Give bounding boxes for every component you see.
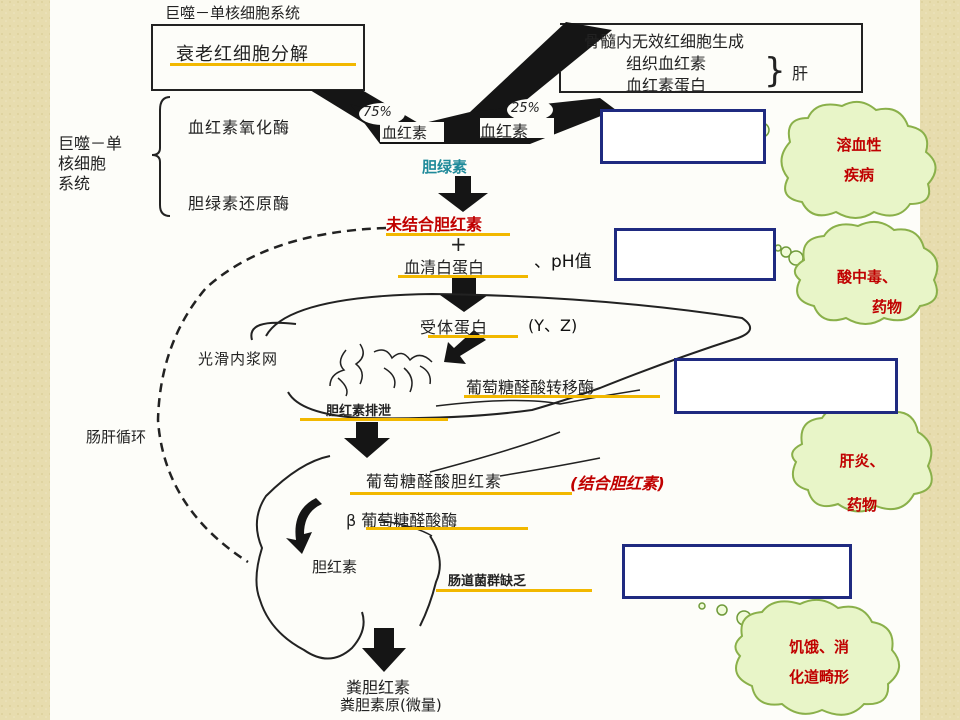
system-brace [151, 96, 171, 217]
conjugated-note-label: (结合胆红素) [570, 474, 665, 493]
answer-box-3[interactable] [674, 358, 898, 414]
arrow-to-stool [362, 628, 406, 672]
source-heme-protein: 血红素蛋白 [626, 76, 707, 95]
stool-urobilinogen-label: 粪胆素原(微量) [340, 696, 442, 714]
ser-label: 光滑内浆网 [198, 350, 279, 368]
receptor-protein-label: 受体蛋白 [420, 318, 489, 337]
biliverdin-label: 胆绿素 [422, 158, 468, 176]
unconjugated-bilirubin-label: 未结合胆红素 [386, 215, 483, 234]
cloud-hemolytic [780, 100, 937, 219]
cloud-hepatitis-line2: 药物 [846, 496, 877, 514]
intestine-outline [255, 455, 441, 660]
pct-right-bubble [507, 99, 553, 121]
arrow-to-conjugated [344, 422, 390, 458]
answer-box-1[interactable] [600, 109, 766, 164]
pct-left-bubble [359, 103, 405, 125]
heme-right-label-bg [480, 118, 554, 138]
enterohepatic-cycle-label: 肠肝循环 [86, 428, 147, 446]
heme-right-label: 血红素 [480, 122, 529, 141]
pct-left: 75% [363, 105, 392, 120]
cloud-hemolytic-line1: 溶血性 [836, 136, 882, 154]
source-marrow: 骨髓内无效红细胞生成 [584, 32, 745, 51]
underline-unconjugated [386, 233, 510, 236]
cloud-starvation [734, 598, 900, 716]
heme-left-label: 血红素 [382, 124, 428, 142]
cloud-hemolytic-line2: 疾病 [843, 166, 874, 184]
source-brace: } [764, 51, 786, 91]
enzyme-heme-oxygenase: 血红素氧化酶 [188, 118, 291, 137]
underline-excretion [300, 418, 448, 421]
flora-deficiency-label: 肠道菌群缺乏 [448, 574, 527, 589]
arrow-to-unconjugated [438, 176, 488, 212]
underline-flora [436, 589, 592, 592]
cloud-acidosis [793, 220, 939, 325]
receptor-yz-label: (Y、Z) [528, 316, 578, 335]
stool-bilirubin-label: 粪胆红素 [346, 678, 411, 697]
conjugated-bilirubin-label: 葡萄糖醛酸胆红素 [366, 472, 503, 491]
system-label-line3: 系统 [58, 174, 91, 193]
transferase-label: 葡萄糖醛酸转移酶 [466, 378, 595, 397]
underline-beta-enzyme [366, 527, 528, 530]
marrow-source-box [559, 23, 863, 93]
arrow-to-ser [444, 330, 486, 364]
curved-arrow-to-bilirubin [286, 498, 322, 554]
source-liver: 肝 [792, 64, 809, 83]
system-label-line1: 巨噬－单 [58, 134, 123, 153]
cloud-hemolytic-text: 溶血性 疾病 [800, 130, 918, 190]
funnel-right-arm [470, 22, 612, 128]
source-tissue-heme: 组织血红素 [626, 54, 707, 73]
system-label-line2: 核细胞 [58, 154, 107, 173]
cloud-starvation-line1: 饥饿、消 [788, 638, 849, 656]
cloud-starvation-text: 饥饿、消 化道畸形 [754, 632, 884, 692]
albumin-label: 血清白蛋白 [404, 258, 485, 277]
excretion-label: 胆红素排泄 [326, 404, 392, 419]
plus-sign: + [450, 232, 467, 256]
cloud-acidosis-text: 酸中毒、 药物 [808, 262, 926, 322]
underline-conjugated [350, 492, 572, 495]
heme-left-label-bg [380, 122, 444, 142]
underline-albumin [398, 275, 528, 278]
pct-right: 25% [511, 101, 540, 116]
cloud-acidosis-line1: 酸中毒、 [836, 268, 897, 286]
senescent-rbc-box [151, 24, 365, 91]
cloud-acidosis-line2: 药物 [871, 298, 902, 316]
beta-glucuronidase-label: β 葡萄糖醛酸酶 [346, 511, 458, 530]
underline-senescent-rbc [170, 63, 356, 66]
cloud-hepatitis-text: 肝炎、 药物 [806, 446, 918, 520]
enterohepatic-cycle-path [156, 226, 387, 564]
bubble-dots-2 [774, 244, 804, 266]
bilirubin-label: 胆红素 [312, 558, 358, 576]
source-senescent-rbc: 衰老红细胞分解 [176, 44, 309, 65]
enzyme-biliverdin-reductase: 胆绿素还原酶 [188, 194, 291, 213]
cloud-hepatitis-line1: 肝炎、 [839, 452, 885, 470]
er-squiggle [329, 343, 433, 397]
cloud-starvation-line2: 化道畸形 [788, 668, 849, 686]
underline-receptor [428, 335, 518, 338]
underline-transferase [464, 395, 660, 398]
intestine-inner-line [429, 431, 601, 477]
header-top-label: 巨噬－单核细胞系统 [165, 4, 301, 22]
answer-box-4[interactable] [622, 544, 852, 599]
liver-lower-line [435, 389, 641, 407]
albumin-ph-label: 、pH值 [534, 252, 592, 272]
answer-box-2[interactable] [614, 228, 776, 281]
